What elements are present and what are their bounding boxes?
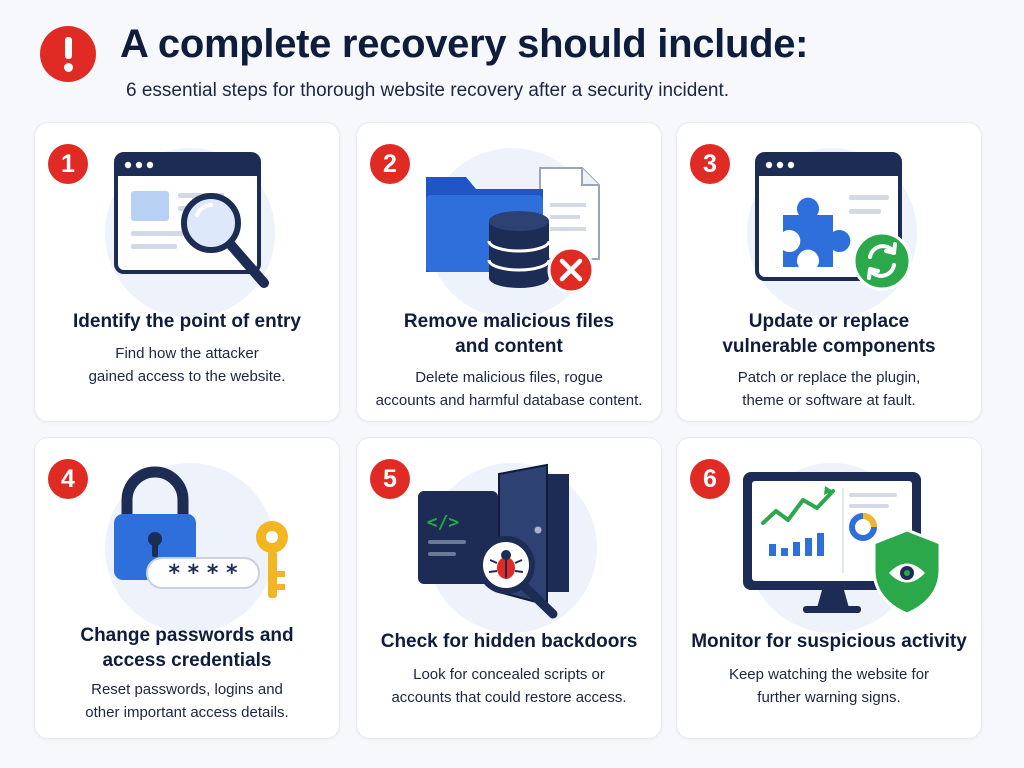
step-number-badge: 4	[48, 459, 88, 499]
monitor-chart-shield-eye-icon	[743, 472, 942, 616]
step-description: Delete malicious files, rogue accounts a…	[375, 369, 643, 409]
step-description: Reset passwords, logins and other import…	[85, 681, 289, 721]
step-card-5: 5 </> Check for hidden backdoors Look fo…	[356, 437, 662, 739]
step-title: Identify the point of entry	[73, 311, 301, 332]
page-title: A complete recovery should include:	[120, 22, 809, 66]
header: A complete recovery should include: 6 es…	[0, 0, 1024, 118]
step-description: Keep watching the website for further wa…	[728, 666, 930, 706]
step-description: Patch or replace the plugin, theme or so…	[737, 369, 921, 409]
step-description: Look for concealed scripts or accounts t…	[391, 666, 627, 706]
step-card-2: 2 Remove malicious files and content Del…	[356, 122, 662, 422]
step-number-badge: 2	[370, 144, 410, 184]
svg-text:</>: </>	[427, 512, 460, 533]
browser-puzzle-refresh-icon	[755, 152, 912, 291]
step-number-badge: 1	[48, 144, 88, 184]
code-door-bug-magnifier-icon: </>	[418, 463, 569, 619]
step-card-1: 1 Identify the point of entry Find how t…	[34, 122, 340, 422]
step-title: Change passwords and access credentials	[80, 625, 294, 671]
step-title: Remove malicious files and content	[403, 311, 615, 357]
step-card-6: 6 Monitor for suspicious activity Keep w…	[676, 437, 982, 739]
step-number-badge: 6	[690, 459, 730, 499]
step-card-4: 4 * * * * Change passwords and access cr…	[34, 437, 340, 739]
step-title: Monitor for suspicious activity	[691, 631, 967, 652]
step-description: Find how the attacker gained access to t…	[88, 345, 286, 385]
alert-exclamation-icon	[40, 26, 96, 82]
step-number-badge: 5	[370, 459, 410, 499]
folder-database-delete-icon	[426, 167, 600, 294]
step-number-badge: 3	[690, 144, 730, 184]
padlock-password-key-icon: * * * *	[114, 466, 288, 598]
step-title: Update or replace vulnerable components	[722, 311, 936, 357]
browser-magnifier-icon	[114, 152, 269, 288]
step-card-3: 3 Update or replace vulnerable component…	[676, 122, 982, 422]
page-subtitle: 6 essential steps for thorough website r…	[126, 80, 730, 101]
svg-text:* * * *: * * * *	[169, 561, 238, 586]
step-title: Check for hidden backdoors	[380, 631, 638, 652]
